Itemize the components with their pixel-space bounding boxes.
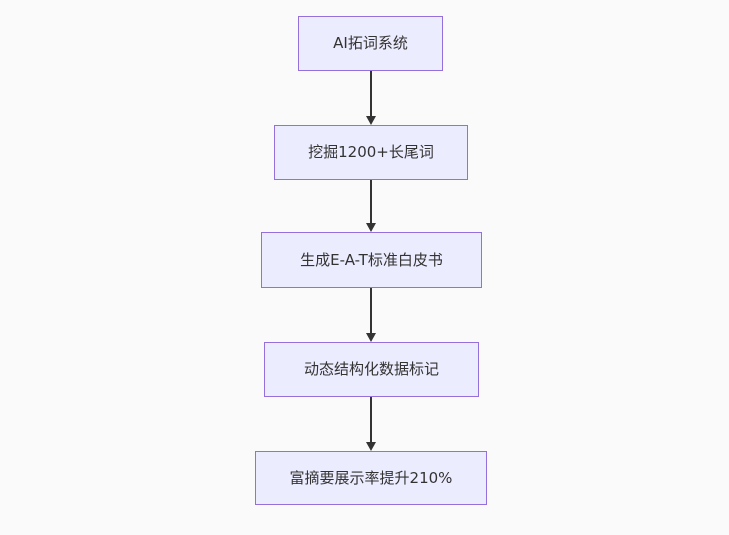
arrow-shaft xyxy=(370,71,372,116)
arrow-head-icon xyxy=(366,333,376,342)
arrow-shaft xyxy=(370,397,372,442)
arrow-head-icon xyxy=(366,442,376,451)
flow-node-label: 富摘要展示率提升210% xyxy=(289,468,453,487)
flow-node-label: 生成E-A-T标准白皮书 xyxy=(300,250,443,269)
flow-node-longtail-mining: 挖掘1200+长尾词 xyxy=(274,125,468,180)
arrow-c-to-d xyxy=(366,288,376,342)
arrow-shaft xyxy=(370,180,372,223)
flow-node-eat-whitepaper: 生成E-A-T标准白皮书 xyxy=(261,232,482,288)
arrow-d-to-e xyxy=(366,397,376,451)
flow-node-structured-data-markup: 动态结构化数据标记 xyxy=(264,342,479,397)
arrow-shaft xyxy=(370,288,372,333)
arrow-head-icon xyxy=(366,116,376,125)
flow-node-ai-keyword-system: AI拓词系统 xyxy=(298,16,443,71)
arrow-b-to-c xyxy=(366,180,376,232)
arrow-head-icon xyxy=(366,223,376,232)
arrow-a-to-b xyxy=(366,71,376,125)
flow-node-label: 动态结构化数据标记 xyxy=(303,360,439,378)
flow-node-rich-snippet-result: 富摘要展示率提升210% xyxy=(255,451,487,505)
flow-node-label: AI拓词系统 xyxy=(333,34,408,52)
flow-node-label: 挖掘1200+长尾词 xyxy=(308,143,434,161)
